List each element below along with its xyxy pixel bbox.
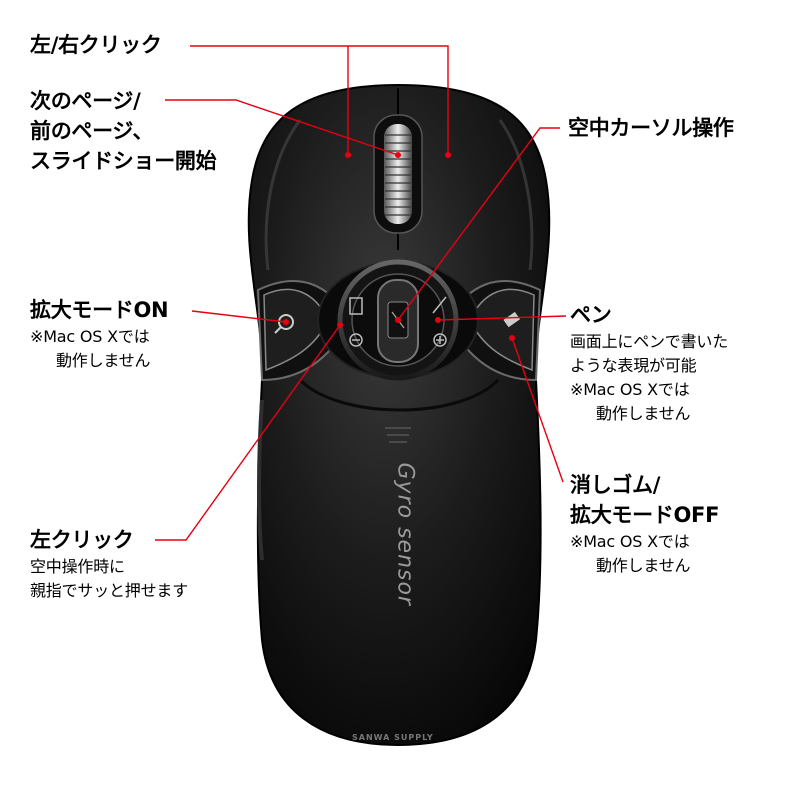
leader-dots [283,152,515,341]
zoom-button[interactable] [263,288,329,372]
callout-air-cursor: 空中カーソル操作 [568,116,734,140]
callout-left-click: 左クリック 空中操作時に 親指でサッと押せます [30,528,189,600]
page-prev-icon [349,297,363,347]
leader-lines [155,45,567,541]
mouse-logo: Gyro sensor [392,462,418,606]
eraser-icon [503,311,521,328]
pen-icon [432,296,447,347]
magnifier-icon [274,314,294,334]
brand-label: SANWA SUPPLY [352,733,434,742]
callout-eraser: 消しゴム/ 拡大モードOFF ※Mac OS Xでは 動作しません [570,473,720,575]
callout-page-nav: 次のページ/ 前のページ、 スライドショー開始 [30,89,217,173]
scroll-wheel[interactable] [373,114,423,234]
mouse-body [247,83,551,747]
callout-pen: ペン 画面上にペンで書いた ような表現が可能 ※Mac OS Xでは 動作しませ… [570,303,729,423]
callout-left-right-click: 左/右クリック [30,33,162,57]
callout-zoom-on: 拡大モードON ※Mac OS Xでは 動作しません [30,298,169,370]
thumb-left-click-button[interactable] [257,399,264,561]
